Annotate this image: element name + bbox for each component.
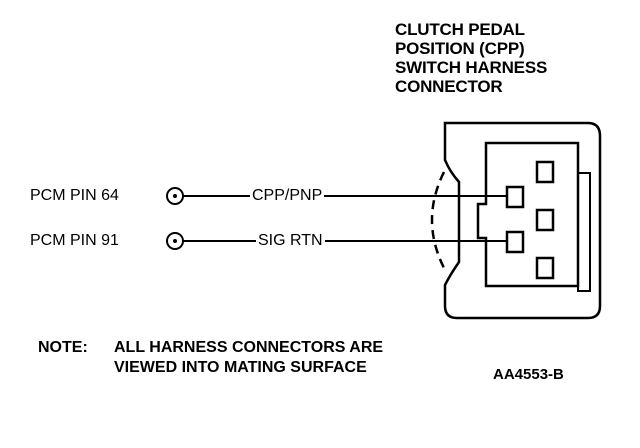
connector-title-line-1: CLUTCH PEDAL — [395, 20, 525, 39]
connector-title-line-3: SWITCH HARNESS — [395, 58, 548, 77]
connector-title: CLUTCH PEDAL POSITION (CPP) SWITCH HARNE… — [395, 20, 547, 96]
pin-91-terminal-icon — [166, 232, 184, 250]
cavity-1 — [505, 185, 525, 209]
cavity-2 — [505, 230, 525, 254]
connector-housing — [443, 121, 602, 320]
connector-title-line-2: POSITION (CPP) — [395, 39, 525, 58]
note-prefix: NOTE: — [38, 339, 88, 356]
cavity-3 — [535, 160, 555, 184]
note-line-2: VIEWED INTO MATING SURFACE — [114, 359, 367, 376]
connector-side-key — [577, 172, 591, 292]
cavity-5 — [535, 256, 555, 280]
signal-label-sig-rtn: SIG RTN — [256, 232, 325, 250]
signal-label-cpp-pnp: CPP/PNP — [250, 187, 325, 205]
cavity-4 — [535, 208, 555, 232]
connector-mating-arc — [430, 171, 446, 269]
connector-title-line-4: CONNECTOR — [395, 77, 503, 96]
pin-64-terminal-icon — [166, 187, 184, 205]
pin-label-91: PCM PIN 91 — [30, 232, 119, 249]
pin-label-64: PCM PIN 64 — [30, 187, 119, 204]
note-line-1: ALL HARNESS CONNECTORS ARE — [114, 339, 384, 356]
figure-code: AA4553-B — [493, 366, 564, 383]
connector-cavity — [476, 141, 580, 288]
